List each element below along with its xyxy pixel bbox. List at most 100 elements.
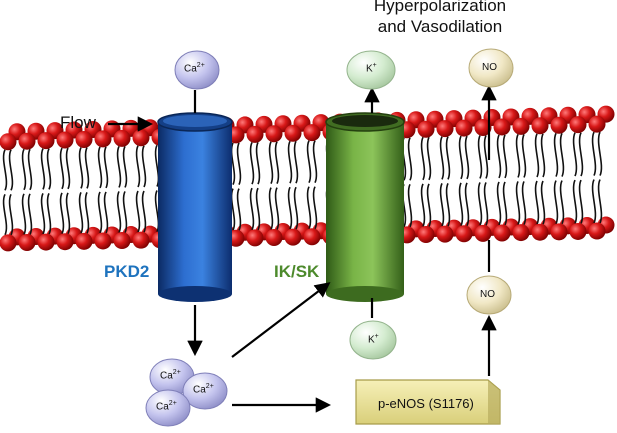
phospholipid-tail [21,148,27,191]
phospholipid-tail [572,132,578,177]
phospholipid-tail [154,190,160,233]
phospholipid-head [75,130,93,148]
phospholipid-head [94,130,112,148]
phospholipid-tail [293,186,299,230]
phospholipid-tail [464,182,470,227]
phospholipid-tail [21,193,27,235]
phospholipid-tail [287,140,293,184]
phospholipid-tail [2,149,8,191]
flow-label: Flow [60,113,96,132]
phospholipid-tail [8,149,14,191]
phospholipid-tail [578,132,584,177]
phospholipid-head [531,223,549,241]
phospholipid-head [37,132,55,150]
phospholipid-head [569,116,587,134]
phospholipid-head [37,233,55,251]
phospholipid-tail [249,142,255,185]
phospholipid-tail [40,192,46,235]
phospholipid-head [56,131,74,149]
phospholipid-tail [78,192,84,234]
phospholipid-tail [103,191,109,234]
title-line-1: Hyperpolarization [373,0,507,15]
phospholipid-head [132,231,150,249]
k-ion-label: K+ [368,333,379,346]
phospholipid-tail [2,193,8,236]
iksk-channel [325,112,405,302]
phospholipid-head [284,228,302,246]
phospholipid-head [417,120,435,138]
phospholipid-head [246,229,264,247]
phospholipid-tail [274,141,280,184]
k-bead-top [346,50,396,90]
phospholipid-tail [477,135,483,179]
phospholipid-tail [572,179,578,224]
phospholipid-tail [274,187,280,230]
phospholipid-head [265,125,283,143]
phospholipid-tail [306,140,312,184]
phospholipid-tail [521,181,527,225]
phospholipid-head [493,224,511,242]
phospholipid-tail [534,133,540,178]
phospholipid-tail [407,137,413,181]
phospholipid-head [0,133,17,151]
pkd2-label: PKD2 [104,262,150,281]
ca-ion-label: Ca2+ [193,383,214,396]
ca-bead-top [174,50,220,90]
phospholipid-tail [515,134,521,178]
phospholipid-head [303,228,321,246]
no-label: NO [482,62,497,73]
phospholipid-head [531,117,549,135]
phospholipid-tail [483,182,489,226]
phospholipid-tail [534,180,540,225]
phospholipid-head [436,120,454,138]
phospholipid-tail [122,145,128,188]
phospholipid-head [417,225,435,243]
phospholipid-tail [591,131,597,176]
phospholipid-head [18,233,36,251]
phospholipid-tail [65,192,71,235]
phospholipid-head [0,234,17,252]
phospholipid-tail [483,135,489,179]
phospholipid-head [246,125,264,143]
phospholipid-head [474,119,492,137]
phospholipid-tail [59,192,65,235]
phospholipid-tail [426,136,432,181]
phospholipid-tail [154,144,160,187]
ca-iksk-arrow [231,282,331,358]
ca-ion-label: Ca2+ [156,400,177,413]
phospholipid-tail [306,186,312,230]
phospholipid-tail [426,183,432,227]
phospholipid-tail [553,132,559,177]
no-label: NO [480,289,495,300]
phospholipid-tail [78,147,84,189]
phospholipid-tail [236,142,242,185]
phospholipid-tail [502,134,508,179]
phospholipid-head [284,124,302,142]
phospholipid-tail [578,179,584,224]
phospholipid-tail [521,134,527,178]
enos-box [355,379,501,425]
iksk-label: IK/SK [274,262,320,281]
phospholipid-tail [420,183,426,227]
phospholipid-head [303,124,321,142]
phospholipid-tail [249,187,255,231]
phospholipid-tail [268,141,274,184]
phospholipid-tail [97,191,103,234]
phospholipid-head [512,224,530,242]
phospholipid-head [265,229,283,247]
arrows [108,84,497,413]
phospholipid-tail [496,181,502,226]
phospholipid-tail [597,179,603,224]
phospholipid-tail [287,186,293,230]
phospholipid-tail [236,188,242,231]
phospholipid-tail [116,191,122,233]
no-bead-top [468,48,514,88]
phospholipid-tail [59,147,65,190]
phospholipid-head [436,225,454,243]
phospholipid-head [75,232,93,250]
phospholipid-tail [97,146,103,189]
phospholipid-tail [420,136,426,181]
phospholipid-head [56,233,74,251]
phospholipid-tail [46,148,52,190]
